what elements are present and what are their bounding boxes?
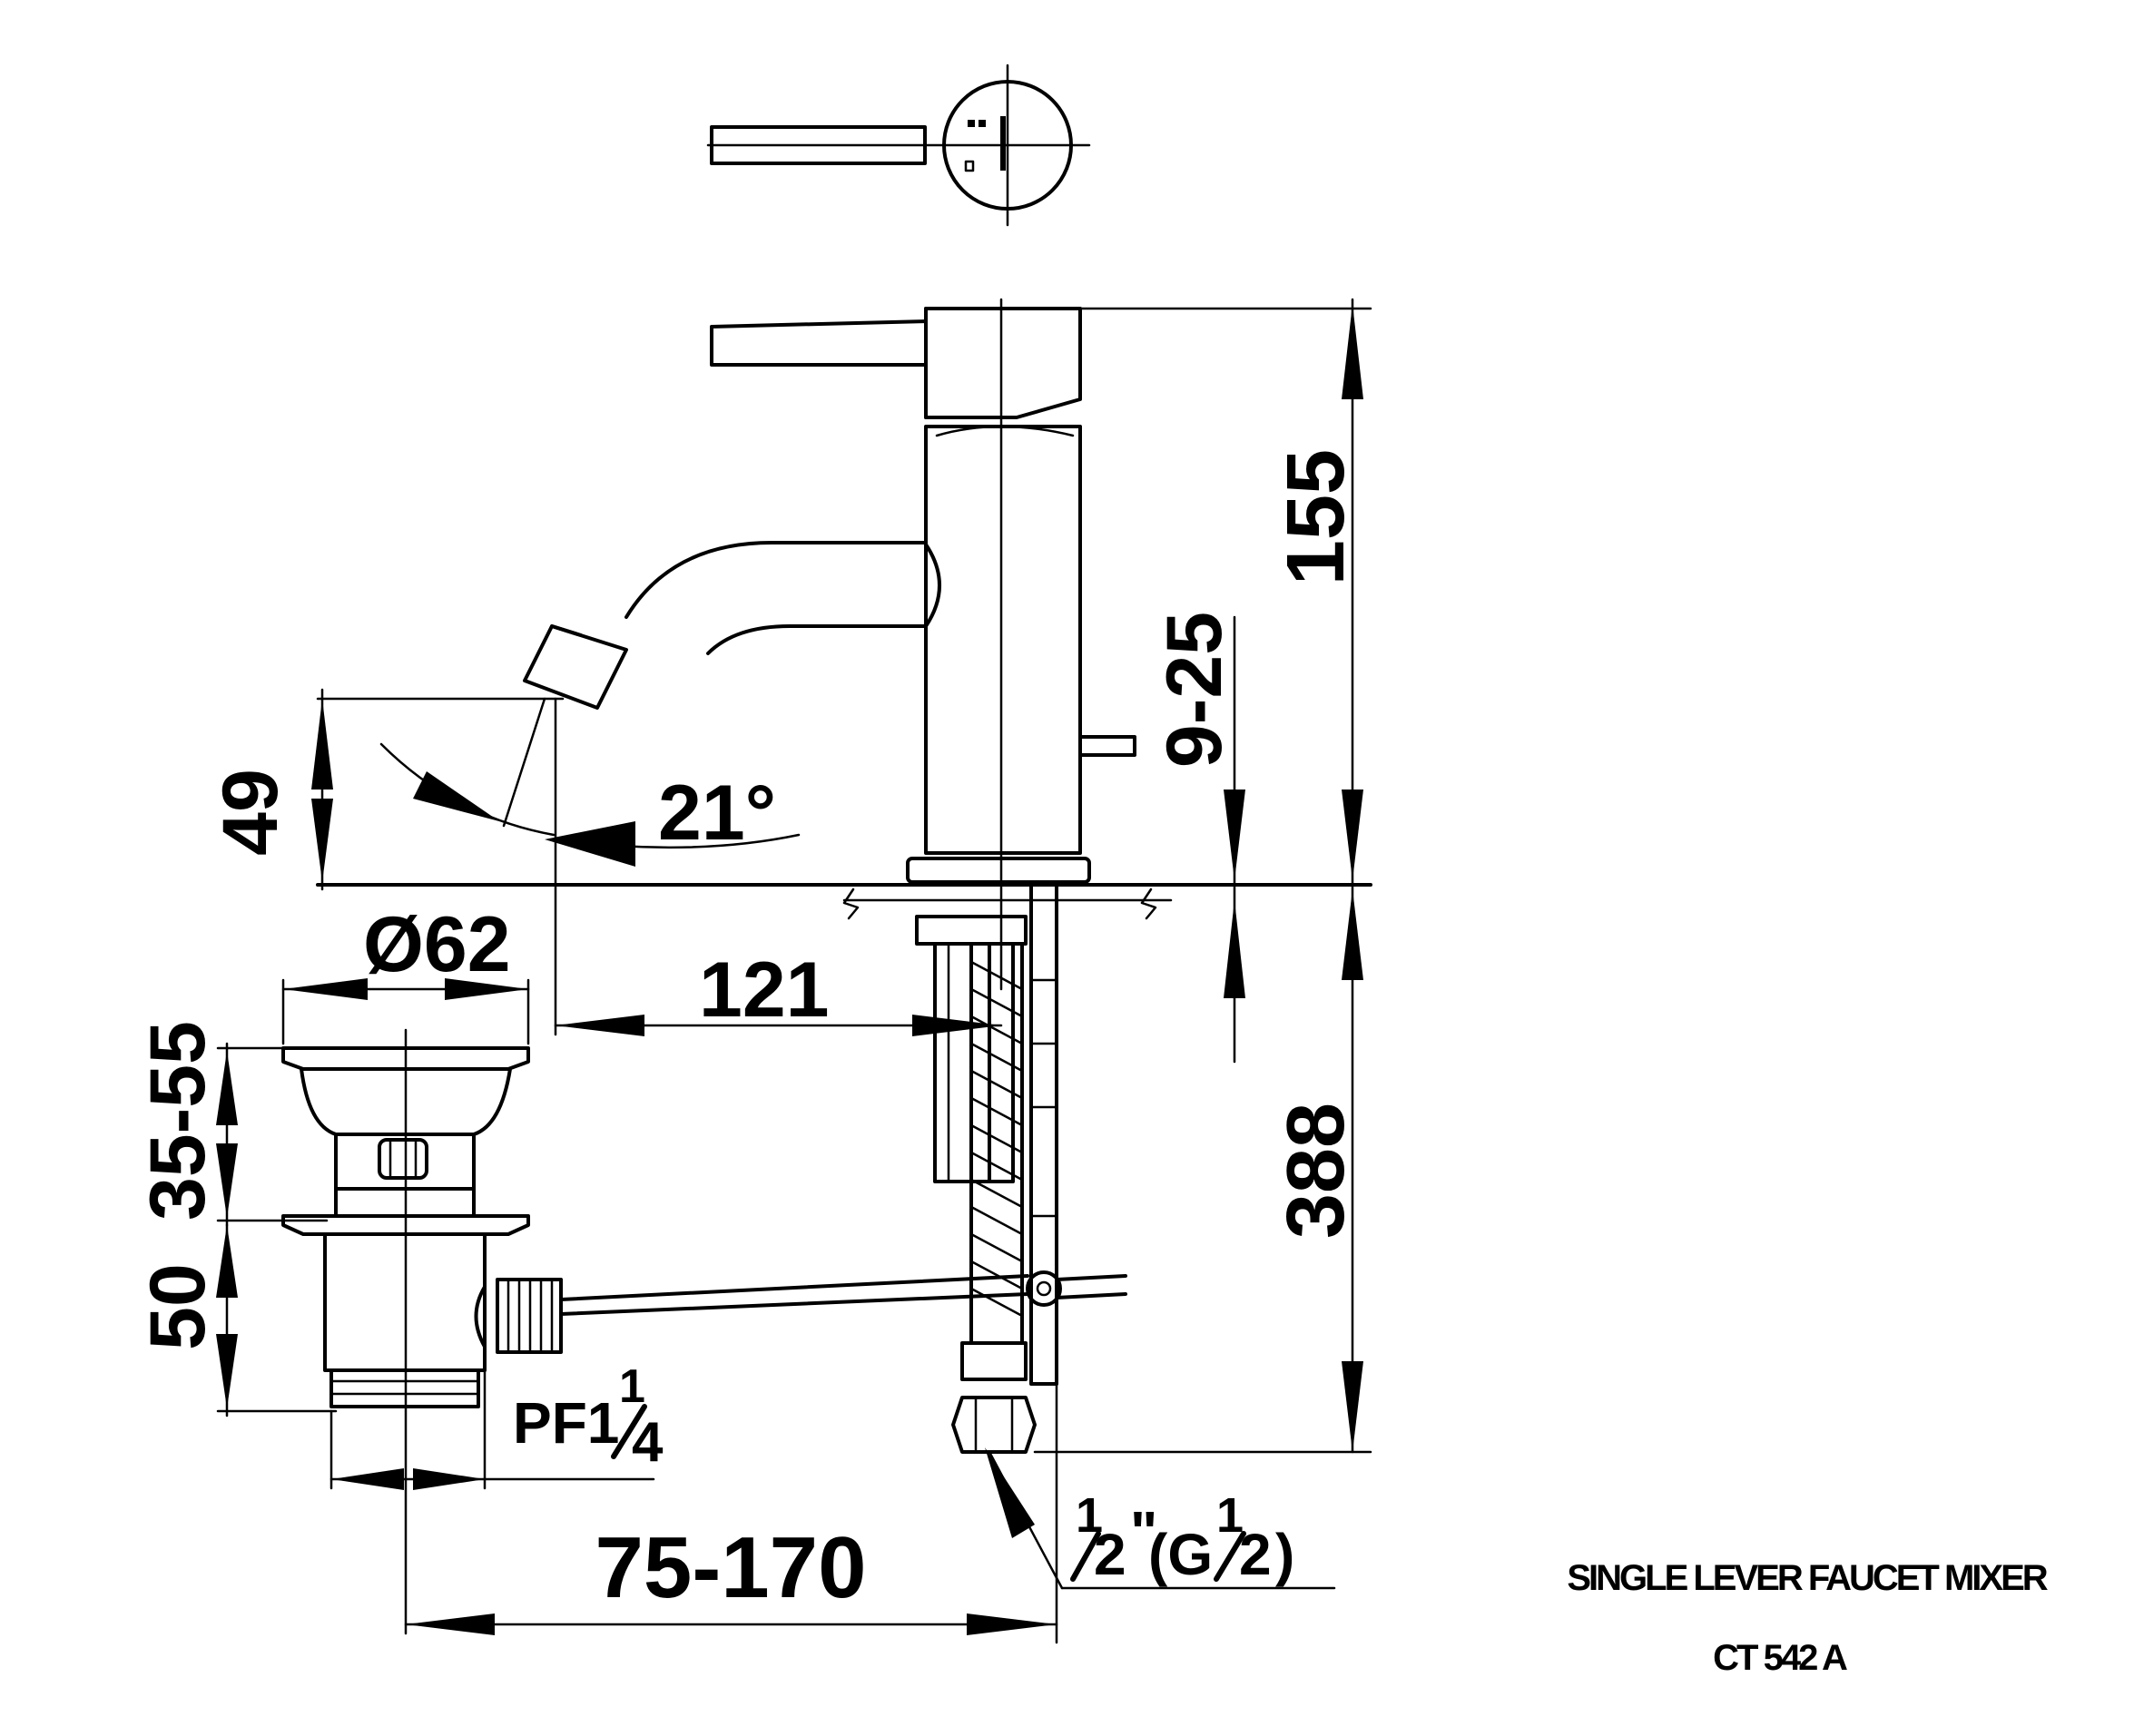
dim-connection-quote: " (1130, 1499, 1157, 1564)
dimension-texts: 155 9-25 49 21° Ø62 121 35-55 388 50 PF1… (134, 449, 1362, 1616)
dim-spout-height: 49 (207, 769, 294, 856)
dim-spout-reach: 121 (699, 946, 830, 1034)
faucet-side-view (316, 298, 1372, 1454)
dim-waste-thread-num: 1 (619, 1360, 645, 1413)
dim-hose-length: 388 (1271, 1103, 1362, 1239)
model-code: CT 542 A (1713, 1638, 1847, 1678)
dim-spout-angle: 21° (658, 770, 776, 857)
pop-up-waste (281, 1028, 1029, 1635)
dim-waste-thread-den: 4 (632, 1411, 664, 1474)
dim-handle-lift: 9-25 (1151, 612, 1238, 768)
dim-waste-thread: PF1 (513, 1390, 619, 1456)
dim-connection-close: ) (1275, 1522, 1294, 1587)
dimension-lines (216, 298, 1372, 1644)
dim-waste-height: 50 (134, 1263, 221, 1350)
dim-connection-num2: 1 (1216, 1488, 1244, 1543)
dim-total-height: 155 (1271, 449, 1362, 585)
dim-connection-den1: 2 (1094, 1522, 1126, 1587)
dim-connection-den2: 2 (1239, 1522, 1272, 1587)
title-block: SINGLE LEVER FAUCET MIXER CT 542 A (1567, 1558, 2051, 1678)
dim-base-diameter: Ø62 (363, 901, 511, 988)
dim-drain-range: 35-55 (134, 1021, 221, 1221)
product-name: SINGLE LEVER FAUCET MIXER (1567, 1558, 2048, 1598)
dim-rod-distance: 75-170 (595, 1519, 867, 1616)
dim-connection-gtype: (G (1148, 1522, 1213, 1587)
top-view (706, 64, 1091, 227)
